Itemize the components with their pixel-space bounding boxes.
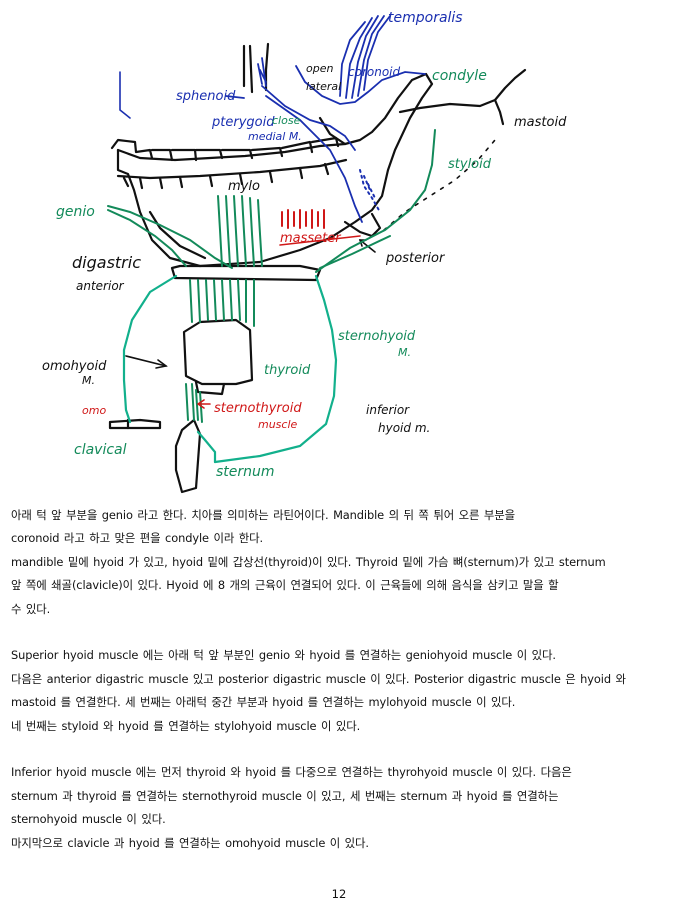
label-sternohyoid: sternohyoid [338,329,416,344]
text-line: sternum 과 thyroid 를 연결하는 sternothyroid m… [11,788,559,803]
text-line: coronoid 라고 하고 맞은 편을 condyle 이라 한다. [11,531,264,546]
label-styloid: styloid [448,157,492,172]
label-pterygoid: pterygoid [211,115,275,130]
label-genio: genio [56,204,95,220]
text-line: sternohyoid muscle 이 있다. [11,812,166,827]
text-line: 마지막으로 clavicle 과 hyoid 를 연결하는 omohyoid m… [11,835,369,850]
label-clavical: clavical [74,442,127,458]
label-medial-m: medial M. [248,130,302,143]
label-anterior: anterior [76,279,125,293]
hyoid-muscle-diagram: temporalis condyle coronoid open lateral… [42,10,567,494]
paragraph-inferior-hyoid: Inferior hyoid muscle 에는 먼저 thyroid 와 hy… [11,761,667,855]
label-coronoid: coronoid [348,65,400,79]
label-lateral: lateral [306,80,341,93]
label-inferior: inferior [366,403,410,417]
text-line: 다음은 anterior digastric muscle 있고 posteri… [11,671,626,686]
page-number: 12 [331,887,347,901]
label-close: close [272,114,301,127]
text-line: mastoid 를 연결한다. 세 번째는 아래턱 중간 부분과 hyoid 를… [11,695,516,710]
label-sternum: sternum [216,464,275,480]
text-line: 네 번째는 styloid 와 hyoid 를 연결하는 stylohyoid … [11,718,361,733]
label-omohyoid: omohyoid [42,359,107,374]
label-mastoid: mastoid [514,115,567,130]
label-condyle: condyle [432,68,487,84]
label-sternohyoid-m: M. [398,346,411,359]
paragraph-intro: 아래 턱 앞 부분을 genio 라고 한다. 치아를 의미하는 라틴어이다. … [11,504,667,621]
text-line: 수 있다. [11,601,51,616]
label-open: open [306,62,333,75]
label-thyroid: thyroid [264,363,311,378]
label-omohyoid-m: M. [82,374,95,387]
paragraph-superior-hyoid: Superior hyoid muscle 에는 아래 턱 앞 부분인 geni… [11,644,667,738]
text-line: Superior hyoid muscle 에는 아래 턱 앞 부분인 geni… [11,648,556,663]
text-line: mandible 밑에 hyoid 가 있고, hyoid 밑에 갑상선(thy… [11,554,606,569]
label-masseter: masseter [280,231,342,246]
skull-outline [108,42,527,494]
text-line: Inferior hyoid muscle 에는 먼저 thyroid 와 hy… [11,765,572,780]
label-posterior: posterior [385,251,446,266]
label-sternothyroid: sternothyroid [214,401,302,416]
label-muscle: muscle [258,418,298,431]
body-text: 아래 턱 앞 부분을 genio 라고 한다. 치아를 의미하는 라틴어이다. … [11,504,667,855]
label-hyoid-m: hyoid m. [378,421,430,435]
label-omo: omo [82,404,106,417]
label-digastric: digastric [72,253,141,272]
text-line: 앞 쪽에 쇄골(clavicle)이 있다. Hyoid 에 8 개의 근육이 … [11,578,559,593]
label-mylo: mylo [228,179,260,194]
label-temporalis: temporalis [388,10,463,26]
label-sphenoid: sphenoid [176,89,236,104]
text-line: 아래 턱 앞 부분을 genio 라고 한다. 치아를 의미하는 라틴어이다. … [11,508,516,522]
